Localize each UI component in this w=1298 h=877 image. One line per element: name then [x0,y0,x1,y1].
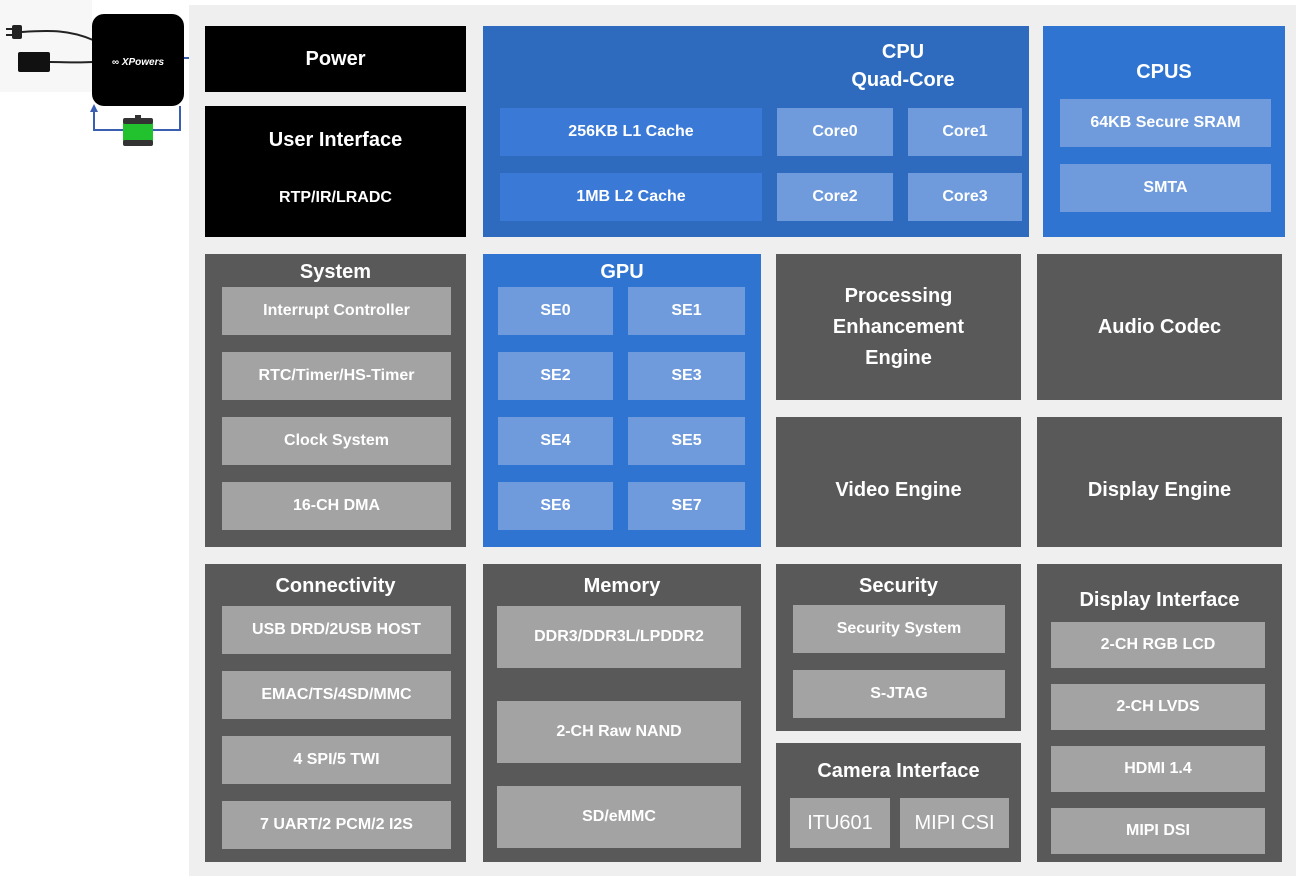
system-title: System [299,261,372,283]
sd-emmc: SD/eMMC [497,786,741,848]
security-title: Security [859,575,938,597]
processing-enhancement-engine: Processing Enhancement Engine [776,254,1021,400]
l2-cache: 1MB L2 Cache [500,173,762,221]
display-interface-title: Display Interface [1079,589,1240,611]
raw-nand: 2-CH Raw NAND [497,701,741,763]
interrupt-controller: Interrupt Controller [222,287,451,335]
connectivity-title: Connectivity [275,575,396,597]
gpu-se7: SE7 [628,482,745,530]
smta: SMTA [1060,164,1271,212]
s-jtag: S-JTAG [793,670,1005,718]
emac: EMAC/TS/4SD/MMC [222,671,451,719]
secure-sram: 64KB Secure SRAM [1060,99,1271,147]
pee-title: Processing Enhancement Engine [832,284,965,369]
ddr: DDR3/DDR3L/LPDDR2 [497,606,741,668]
camera-title: Camera Interface [817,760,980,782]
display-engine: Display Engine [1037,417,1282,547]
gpu-se5: SE5 [628,417,745,465]
gpu-se3: SE3 [628,352,745,400]
dma: 16-CH DMA [222,482,451,530]
video-title: Video Engine [835,479,962,501]
mipi-csi: MIPI CSI [900,798,1009,848]
audio-codec: Audio Codec [1037,254,1282,400]
gpu-title: GPU [600,261,644,283]
rgb-lcd: 2-CH RGB LCD [1051,622,1265,668]
core0: Core0 [777,108,893,156]
hdmi: HDMI 1.4 [1051,746,1265,792]
l1-cache: 256KB L1 Cache [500,108,762,156]
svg-text:∞ XPowers: ∞ XPowers [112,57,165,68]
user-interface-title: User Interface [268,129,403,151]
audio-title: Audio Codec [1097,316,1222,338]
uart-pcm-i2s: 7 UART/2 PCM/2 I2S [222,801,451,849]
power-illustration: ∞ XPowers [0,0,200,146]
display-engine-title: Display Engine [1087,479,1232,501]
power-plug-icon [6,25,94,41]
gpu-se6: SE6 [498,482,613,530]
security-system: Security System [793,605,1005,653]
usb: USB DRD/2USB HOST [222,606,451,654]
spi-twi: 4 SPI/5 TWI [222,736,451,784]
xpowers-chip: ∞ XPowers [92,14,184,106]
core1: Core1 [908,108,1022,156]
lvds: 2-CH LVDS [1051,684,1265,730]
video-engine: Video Engine [776,417,1021,547]
power-title: Power [305,48,366,70]
cpus-title: CPUS [1136,61,1192,83]
battery-icon [123,115,153,146]
power-block: Power [205,26,466,92]
core2: Core2 [777,173,893,221]
power-adapter-icon [18,52,94,72]
illustration-background [0,0,92,92]
battery-loop-arrow [90,104,181,131]
gpu-se0: SE0 [498,287,613,335]
mipi-dsi: MIPI DSI [1051,808,1265,854]
gpu-se4: SE4 [498,417,613,465]
memory-title: Memory [583,575,661,597]
user-interface-subtitle: RTP/IR/LRADC [279,189,392,206]
gpu-se2: SE2 [498,352,613,400]
rtc-timer: RTC/Timer/HS-Timer [222,352,451,400]
itu601: ITU601 [790,798,890,848]
clock-system: Clock System [222,417,451,465]
core3: Core3 [908,173,1022,221]
gpu-se1: SE1 [628,287,745,335]
user-interface-block: User Interface RTP/IR/LRADC [205,106,466,237]
cpu-title: CPU Quad-Core [851,41,955,91]
